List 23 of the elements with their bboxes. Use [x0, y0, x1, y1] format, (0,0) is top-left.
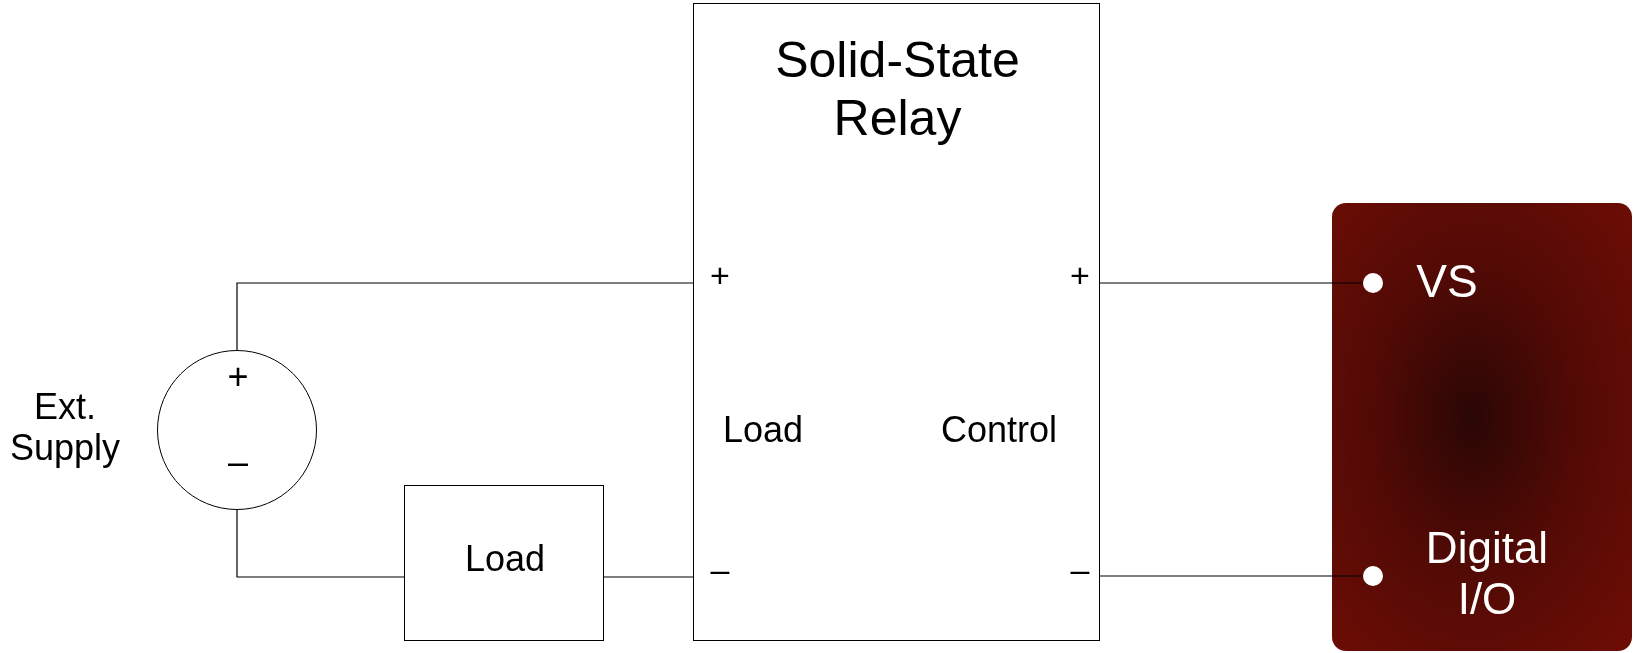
wire: [236, 282, 694, 351]
load-side-label: Load: [721, 409, 805, 451]
plus-sign: +: [709, 256, 731, 296]
relay-box: [693, 3, 1100, 641]
wire: [1099, 575, 1364, 577]
plus-sign: +: [1069, 256, 1091, 296]
terminal-dot: [1363, 566, 1383, 586]
wire: [236, 509, 405, 578]
relay-title: Solid-State Relay: [774, 32, 1021, 147]
load-box: [404, 485, 604, 641]
supply-label: Ext. Supply: [8, 386, 122, 469]
device-panel: [1332, 203, 1632, 651]
vs-label: VS: [1415, 255, 1479, 308]
minus-sign: –: [1069, 550, 1091, 590]
control-side-label: Control: [939, 409, 1059, 451]
minus-sign: –: [227, 441, 249, 483]
wire: [1099, 282, 1364, 284]
digital-io-label: Digital I/O: [1424, 523, 1550, 625]
load-label: Load: [463, 538, 547, 580]
terminal-dot: [1363, 273, 1383, 293]
plus-sign: +: [226, 356, 250, 398]
minus-sign: –: [709, 550, 731, 590]
wire: [603, 576, 694, 578]
